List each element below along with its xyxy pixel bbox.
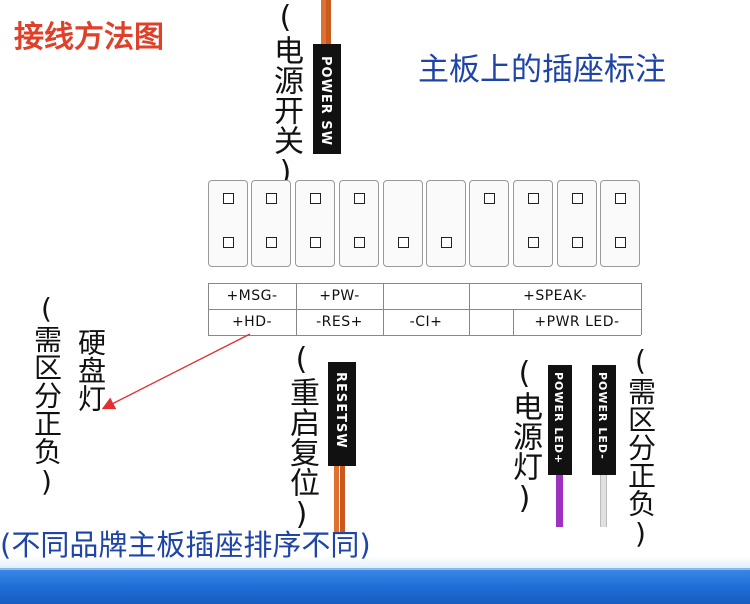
power-sw-wire bbox=[321, 0, 326, 44]
reset-sw-wire bbox=[334, 466, 339, 534]
header-pin bbox=[266, 193, 277, 204]
header-pin bbox=[310, 193, 321, 204]
reset-sw-wire-2 bbox=[340, 466, 345, 534]
reset-sw-tag: RESETSW bbox=[333, 372, 348, 449]
pin-col bbox=[383, 180, 423, 267]
diagram-title: 接线方法图 bbox=[14, 20, 164, 55]
power-led-plus-tag: POWER LED+ bbox=[552, 372, 565, 465]
diagram-subtitle: 主板上的插座标注 bbox=[418, 52, 666, 88]
header-pin bbox=[528, 237, 539, 248]
power-led-note: (需区分正负) bbox=[624, 344, 657, 550]
header-pin bbox=[615, 193, 626, 204]
pin-label-res: -RES+ bbox=[316, 314, 363, 330]
header-pin bbox=[310, 237, 321, 248]
header-pin bbox=[266, 237, 277, 248]
pin-label-pwr-led: +PWR LED- bbox=[534, 314, 620, 330]
pin-col bbox=[557, 180, 597, 267]
power-led-minus-tag-box bbox=[592, 365, 616, 475]
power-sw-tag-box bbox=[313, 44, 341, 154]
pin-col bbox=[251, 180, 291, 267]
power-led-minus-tag: POWER LED- bbox=[596, 372, 609, 460]
pin-label-speak: +SPEAK- bbox=[523, 288, 587, 304]
power-led-label: (电源灯) bbox=[507, 356, 542, 516]
pin-col bbox=[469, 180, 509, 267]
header-pin bbox=[223, 237, 234, 248]
power-sw-label: (电源开关) bbox=[268, 0, 303, 190]
hdd-led-note: (需区分正负) bbox=[30, 292, 63, 498]
pin-col bbox=[426, 180, 466, 267]
reset-sw-label: (重启复位) bbox=[284, 342, 319, 532]
header-pin bbox=[354, 237, 365, 248]
pin-label-hd: +HD- bbox=[231, 314, 273, 330]
power-led-minus-wire bbox=[600, 475, 607, 527]
header-pin bbox=[223, 193, 234, 204]
header-pin bbox=[572, 193, 583, 204]
pin-label-pw: +PW- bbox=[319, 288, 360, 304]
bottom-band bbox=[0, 568, 750, 604]
hdd-led-label: 硬盘灯 bbox=[74, 328, 107, 412]
header-pin bbox=[484, 193, 495, 204]
header-pin bbox=[615, 237, 626, 248]
pin-label-msg: +MSG- bbox=[226, 288, 278, 304]
header-pin bbox=[528, 193, 539, 204]
power-led-plus-tag-box bbox=[548, 365, 572, 475]
power-led-plus-wire bbox=[556, 475, 563, 527]
reset-sw-tag-box bbox=[328, 362, 356, 466]
bottom-band-sheen bbox=[0, 556, 750, 570]
pin-label-ci: -CI+ bbox=[409, 314, 443, 330]
header-pin bbox=[572, 237, 583, 248]
power-sw-tag: POWER SW bbox=[318, 56, 333, 147]
header-pin bbox=[398, 237, 409, 248]
header-pin bbox=[354, 193, 365, 204]
header-pin bbox=[441, 237, 452, 248]
power-sw-wire-2 bbox=[326, 0, 331, 44]
